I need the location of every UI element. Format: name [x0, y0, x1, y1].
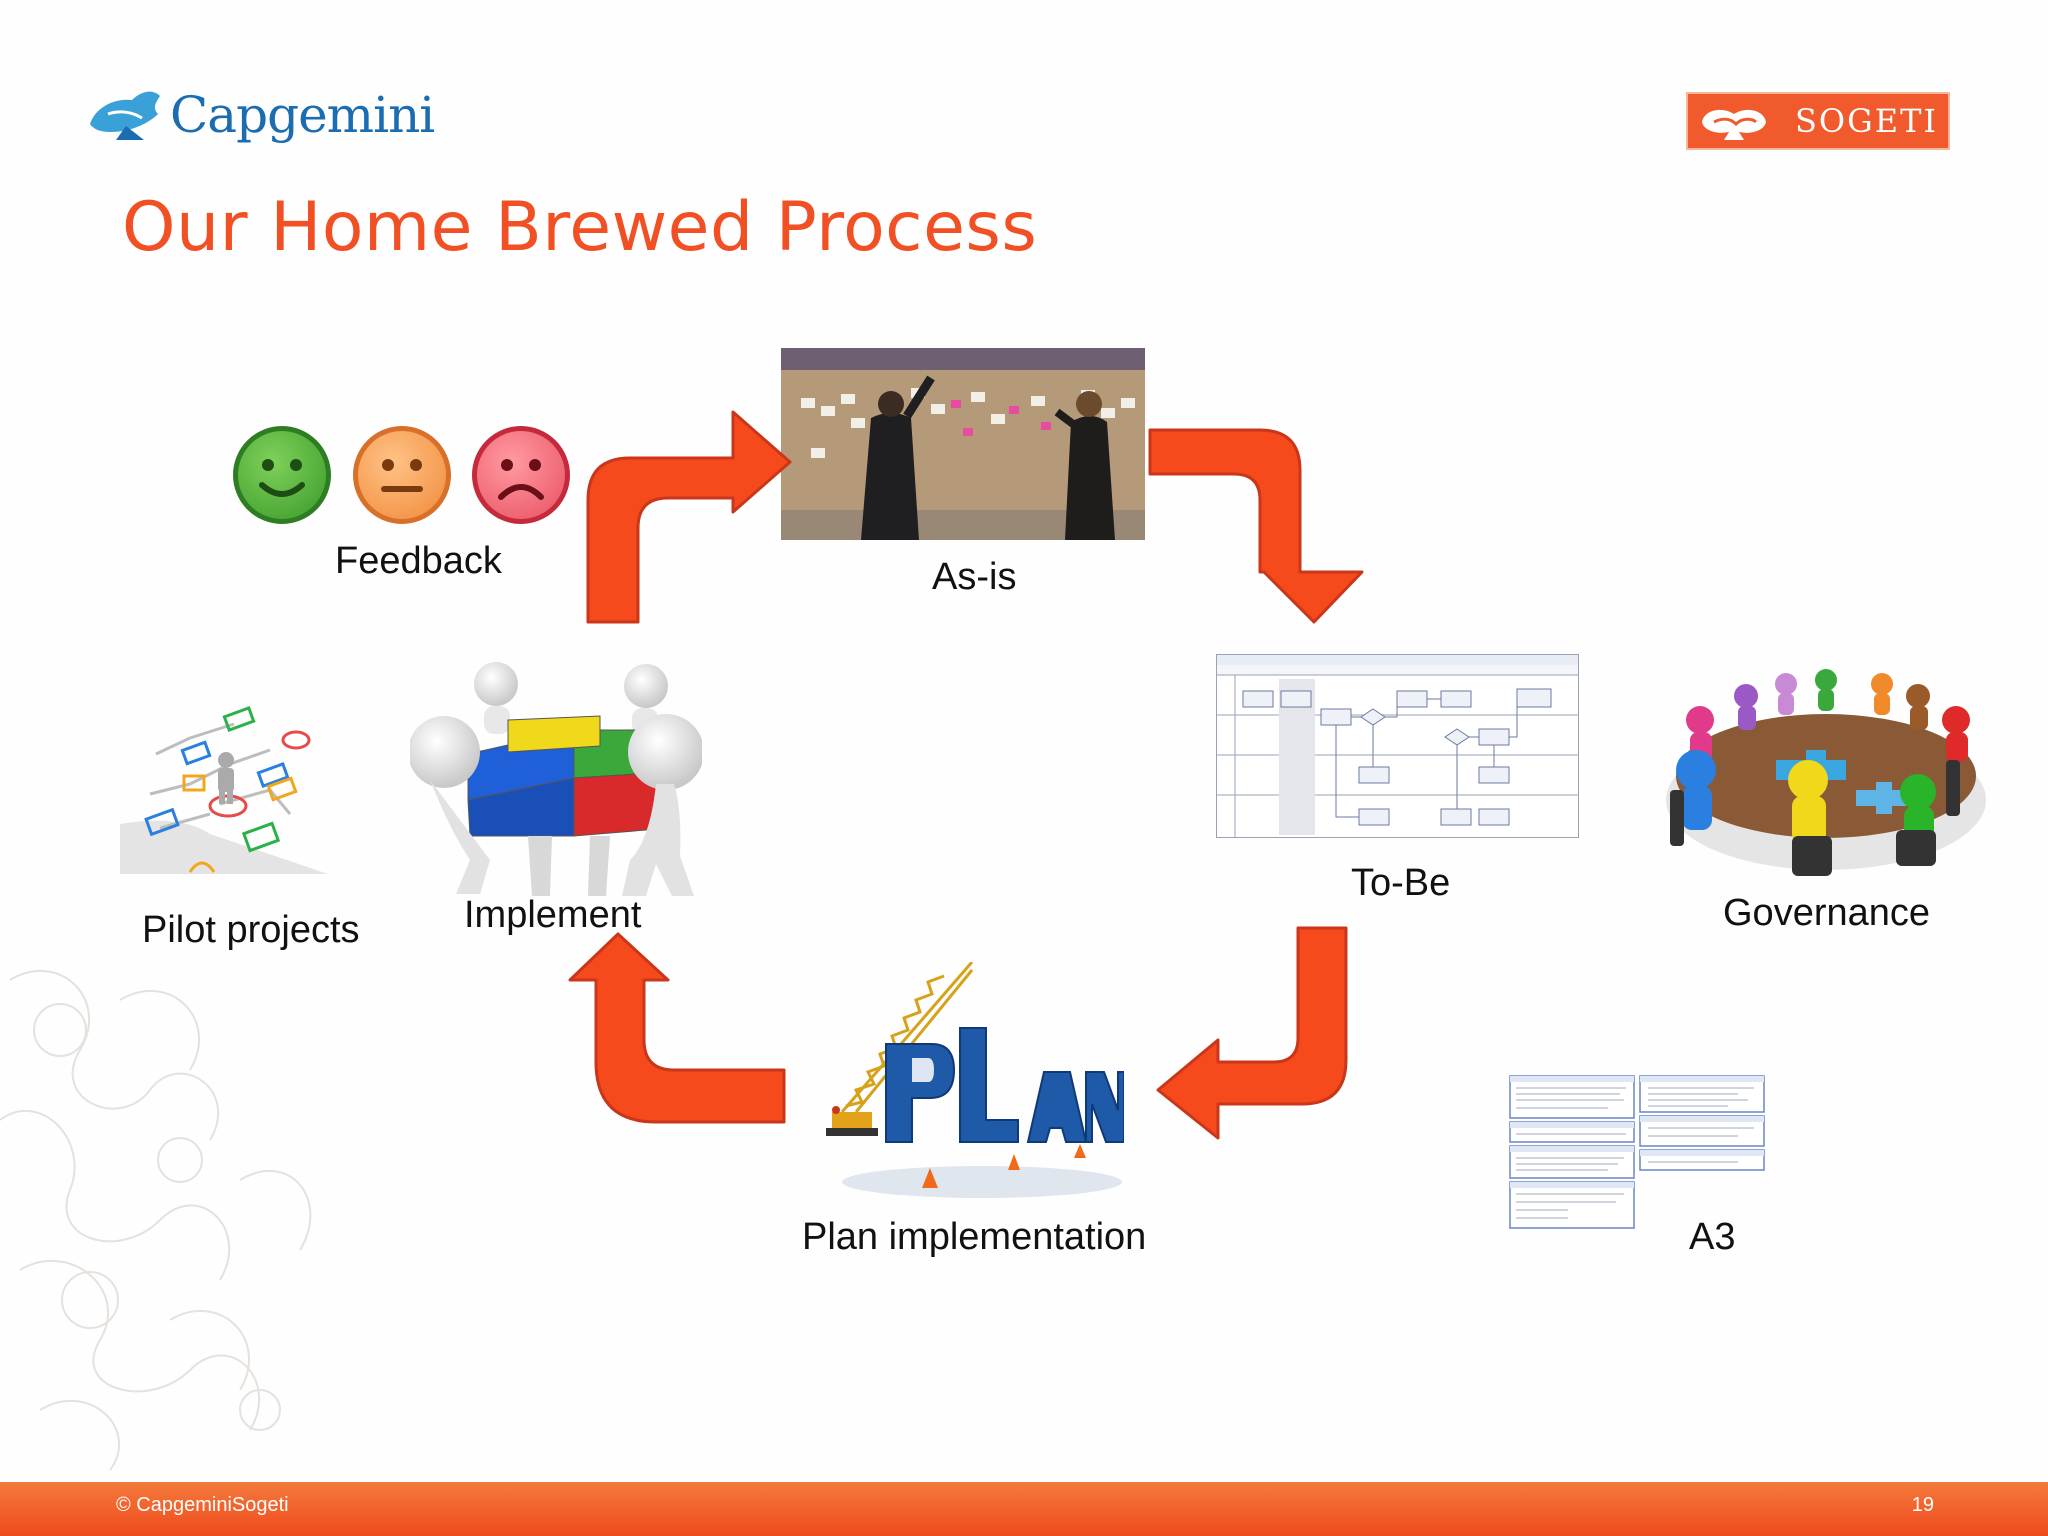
plan-implementation-label: Plan implementation: [802, 1216, 1147, 1258]
capgemini-logo-text: Capgemini: [170, 86, 435, 144]
arrow-plan-to-implement: [568, 932, 786, 1124]
to-be-diagram: [1216, 654, 1579, 838]
feedback-label: Feedback: [335, 540, 502, 582]
implement-label: Implement: [464, 894, 642, 936]
footer-copyright: © CapgeminiSogeti: [116, 1494, 289, 1516]
governance-table-icon: [1666, 669, 1986, 876]
footer-bar: [0, 1482, 2048, 1536]
pilot-flow-icon: [120, 706, 328, 874]
puzzle-people-icon: [410, 662, 702, 896]
background-pattern: [0, 969, 312, 1471]
page-title: Our Home Brewed Process: [122, 188, 1038, 267]
arrow-tobe-to-plan: [1156, 926, 1348, 1140]
page-number: 19: [1911, 1494, 1934, 1516]
to-be-label: To-Be: [1351, 862, 1451, 904]
sogeti-logo-text: SOGETI: [1795, 102, 1939, 140]
as-is-label: As-is: [932, 556, 1017, 598]
arrow-asis-to-tobe: [1148, 428, 1364, 624]
sogeti-logo: [1686, 92, 1950, 150]
arrow-implement-to-asis: [586, 410, 792, 624]
pilot-projects-label: Pilot projects: [142, 909, 360, 951]
sad-face-icon: [472, 426, 570, 524]
a3-document-icon: [1509, 1075, 1765, 1229]
plan-crane-icon: [826, 962, 1124, 1198]
capgemini-spade-icon: [90, 91, 160, 140]
sogeti-spade-icon: [1702, 109, 1766, 140]
as-is-photo: [781, 348, 1145, 540]
happy-face-icon: [233, 426, 331, 524]
a3-label: A3: [1689, 1216, 1736, 1258]
neutral-face-icon: [353, 426, 451, 524]
governance-label: Governance: [1723, 892, 1931, 934]
